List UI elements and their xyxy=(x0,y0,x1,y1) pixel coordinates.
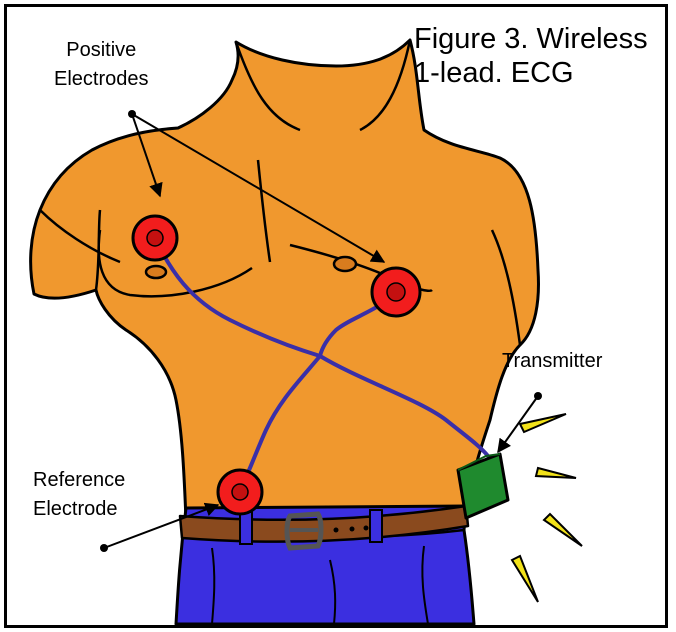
figure-caption-line-1: Figure 3. Wireless xyxy=(414,22,648,56)
right-nipple xyxy=(334,257,356,271)
reference-label-line-1: Reference xyxy=(33,466,125,495)
left-nipple xyxy=(146,266,166,278)
figure-caption-line-2: 1-lead. ECG xyxy=(414,56,648,90)
reference-electrode-label: Reference Electrode xyxy=(33,466,125,524)
positive-electrodes-label: Positive Electrodes xyxy=(54,36,149,94)
figure-caption: Figure 3. Wireless 1-lead. ECG xyxy=(414,22,648,90)
positive-label-line-2: Electrodes xyxy=(54,65,149,94)
positive-label-line-1: Positive xyxy=(54,36,149,65)
transmitter-label: Transmitter xyxy=(502,349,602,373)
signal-ray-1 xyxy=(520,414,566,432)
signal-ray-2 xyxy=(536,468,576,478)
reference-label-line-2: Electrode xyxy=(33,495,125,524)
signal-ray-4 xyxy=(512,556,538,602)
signal-ray-3 xyxy=(544,514,582,546)
